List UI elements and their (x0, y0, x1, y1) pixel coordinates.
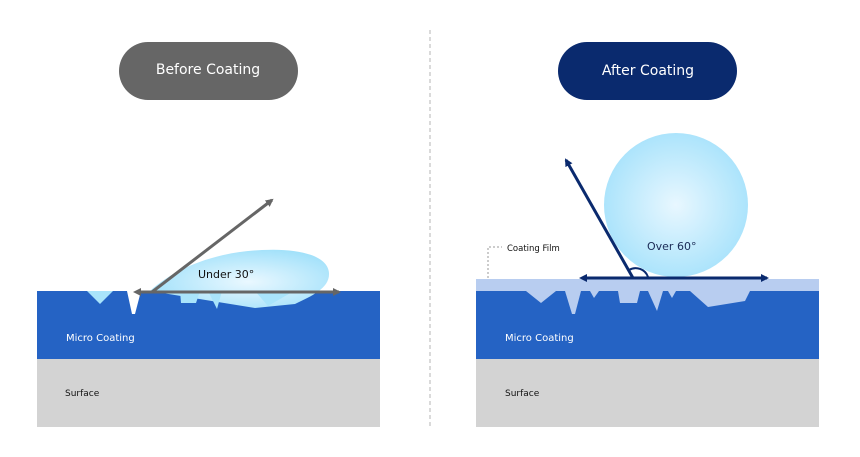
after-film-notch (690, 291, 750, 307)
after-title-pill (558, 42, 737, 100)
before-notch (87, 291, 113, 304)
after-film-notch (618, 291, 640, 303)
before-micro-coating-layer (37, 291, 380, 359)
after-title: After Coating (602, 63, 694, 79)
after-panel: After Coating Surface Micro Coating Coat… (476, 42, 819, 427)
after-micro-coating-layer (476, 291, 819, 359)
after-angle-label: Over 60° (647, 240, 696, 253)
after-surface-layer (476, 358, 819, 427)
before-micro-coating-label: Micro Coating (66, 333, 135, 344)
before-angle-label: Under 30° (198, 268, 254, 281)
after-film-notch (590, 291, 599, 298)
before-contact-angle-arrow (151, 198, 274, 294)
after-film-notch (526, 291, 556, 303)
after-coating-film (476, 279, 819, 291)
after-film-notch (565, 291, 581, 314)
after-film-notch (648, 291, 663, 311)
before-surface-layer (37, 358, 380, 427)
after-contact-angle-arrow (564, 158, 635, 279)
before-panel: Before Coating Surface Micro Coating Und… (37, 42, 380, 427)
after-droplet (604, 133, 748, 277)
before-title-pill (119, 42, 298, 100)
coating-film-callout-line (487, 246, 502, 278)
before-notch (127, 291, 141, 314)
before-title: Before Coating (156, 62, 260, 78)
before-surface-label: Surface (65, 389, 100, 399)
after-surface-label: Surface (505, 389, 540, 399)
after-film-notch (668, 291, 676, 298)
after-micro-coating-label: Micro Coating (505, 333, 574, 344)
coating-film-label: Coating Film (507, 244, 560, 254)
